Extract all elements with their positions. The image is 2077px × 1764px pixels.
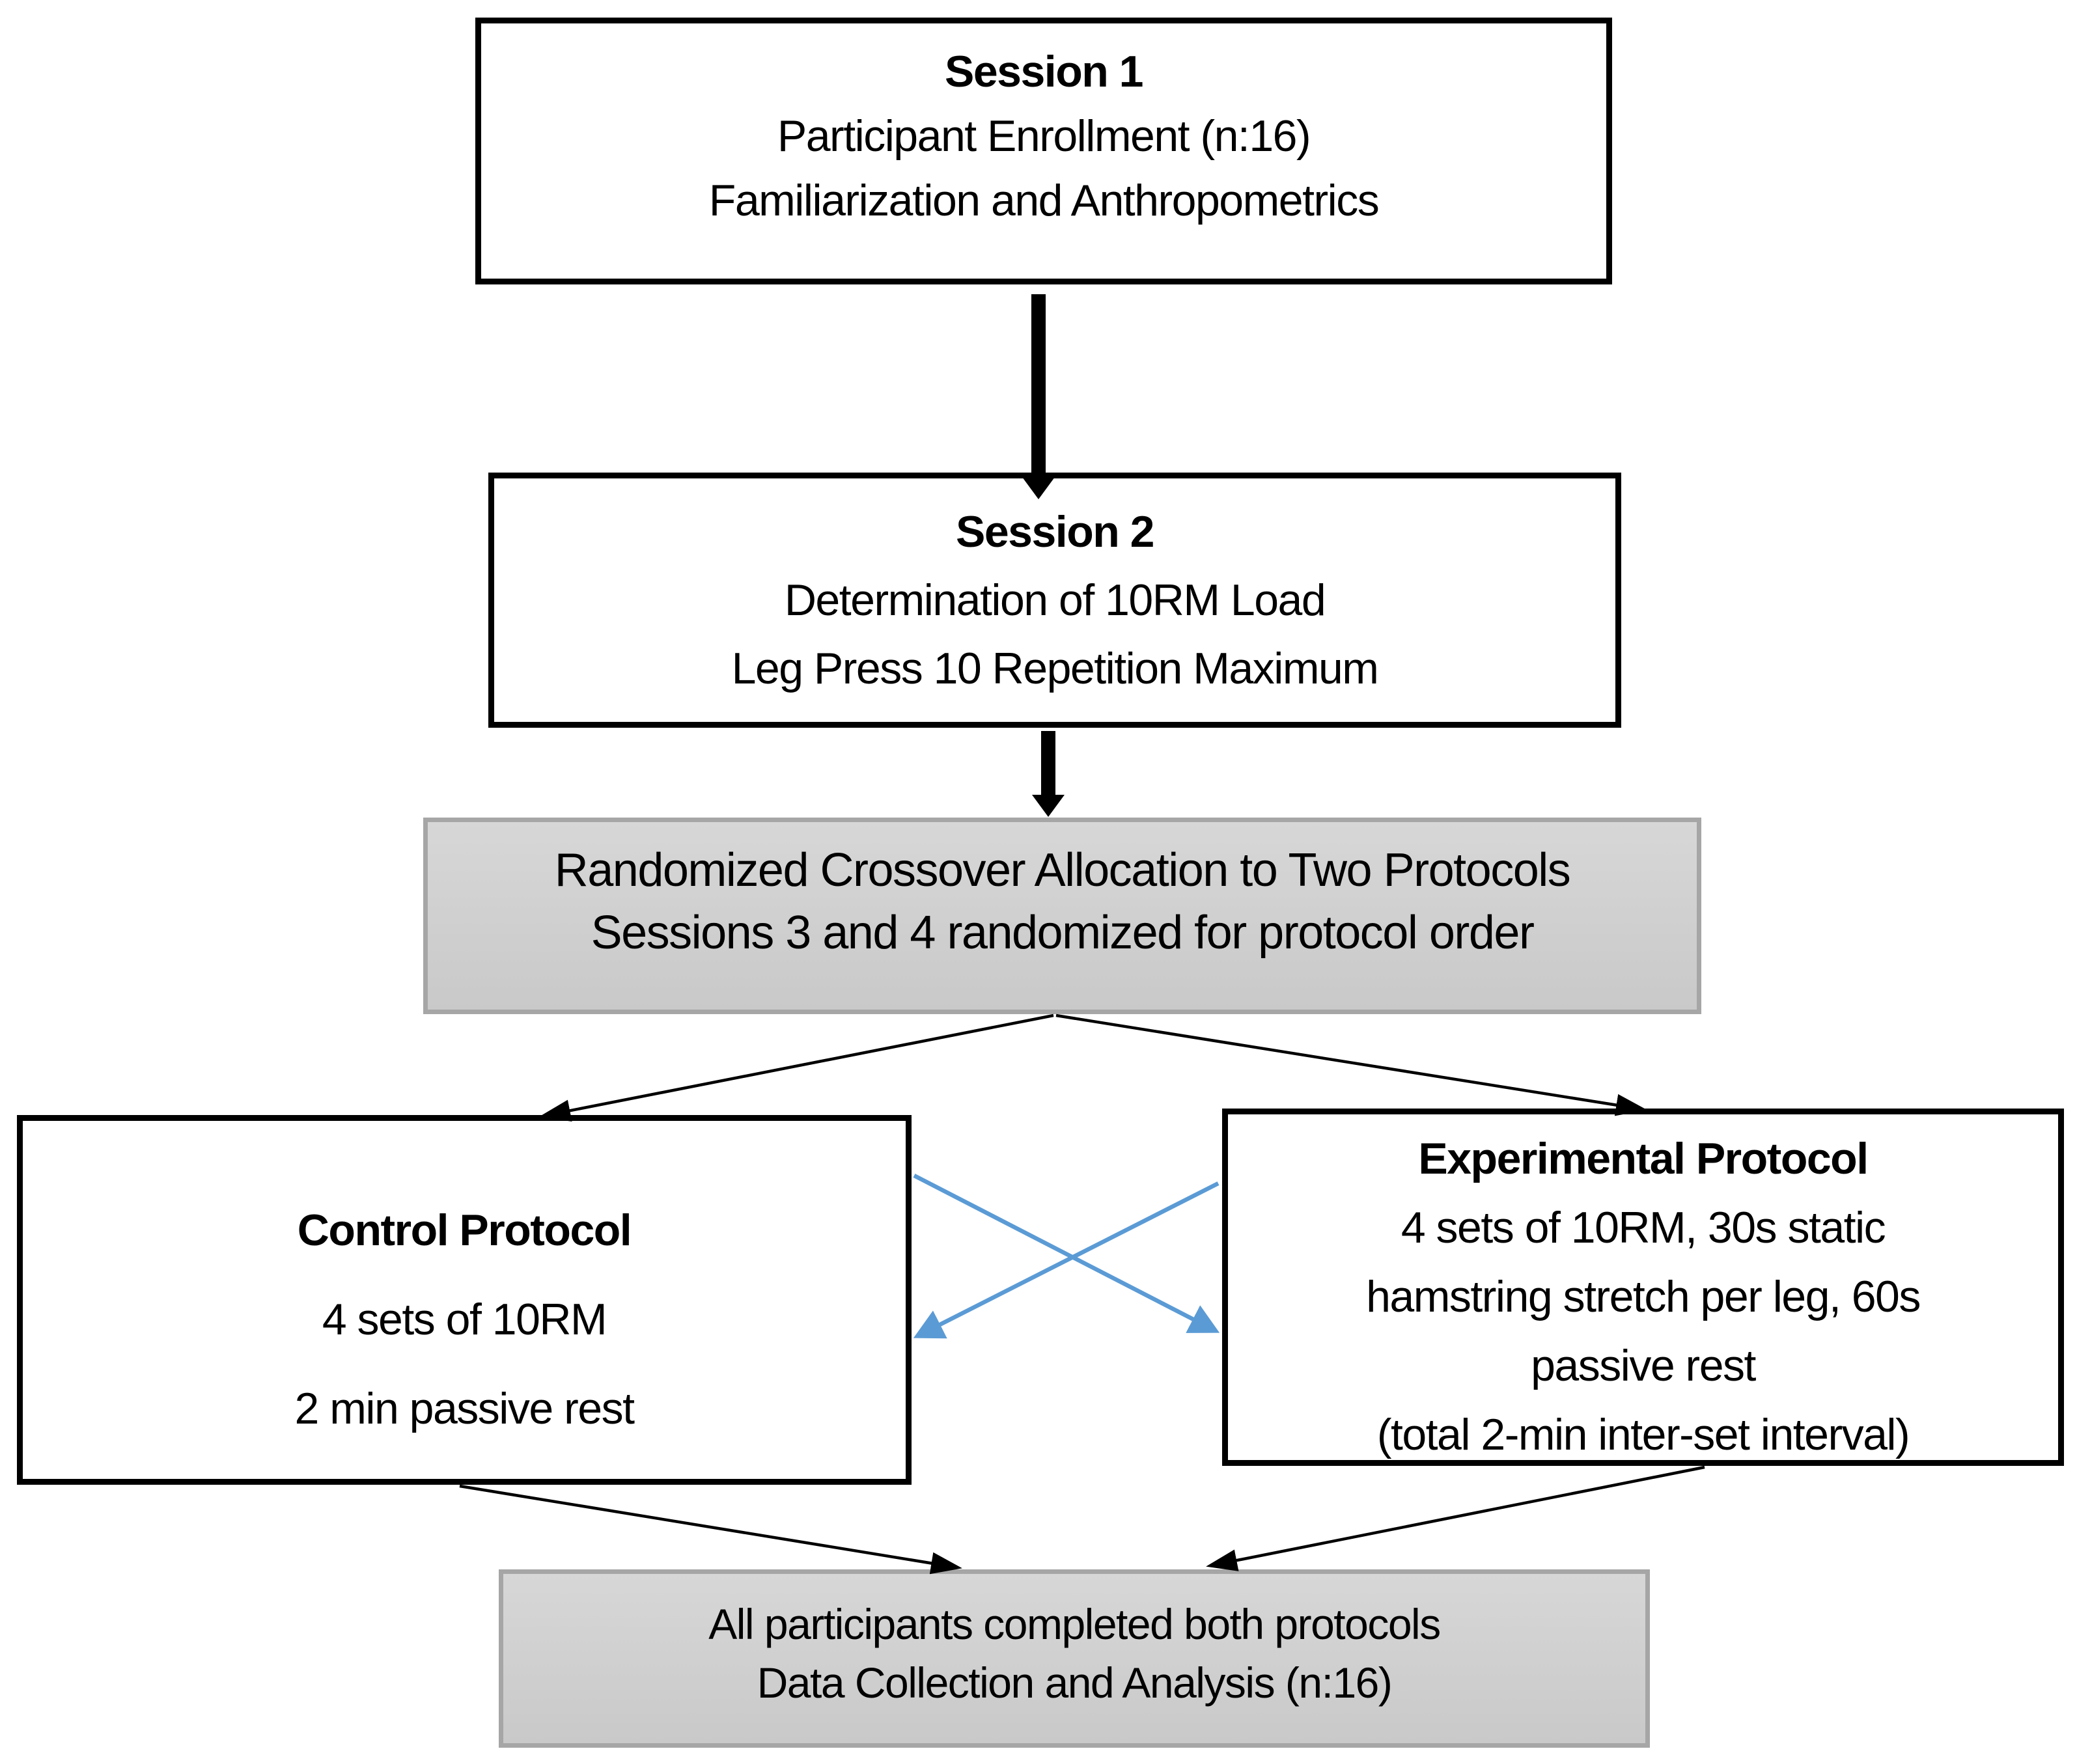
session2-line-determination: Determination of 10RM Load [784, 575, 1326, 625]
arrow-experimental-to-completion [1206, 1465, 1705, 1571]
control-line-rest: 2 min passive rest [294, 1383, 635, 1433]
allocation-line-randomized: Randomized Crossover Allocation to Two P… [554, 844, 1571, 896]
experimental-line-stretch: hamstring stretch per leg, 60s [1366, 1271, 1921, 1321]
allocation-box: Randomized Crossover Allocation to Two P… [423, 818, 1701, 1014]
experimental-protocol-box: Experimental Protocol 4 sets of 10RM, 30… [1222, 1109, 2064, 1466]
experimental-protocol-title: Experimental Protocol [1418, 1133, 1869, 1183]
session2-line-legpress: Leg Press 10 Repetition Maximum [731, 643, 1379, 693]
experimental-line-sets: 4 sets of 10RM, 30s static [1401, 1202, 1886, 1252]
control-protocol-box: Control Protocol 4 sets of 10RM 2 min pa… [17, 1115, 912, 1485]
session1-title: Session 1 [945, 46, 1144, 96]
arrow-allocation-to-experimental [1055, 1013, 1647, 1116]
crossover-arrow-control-to-experimental [913, 1174, 1220, 1333]
experimental-line-rest: passive rest [1531, 1340, 1756, 1390]
session1-line-familiarization: Familiarization and Anthropometrics [708, 175, 1380, 225]
experimental-line-interval: (total 2-min inter-set interval) [1376, 1409, 1910, 1459]
control-line-sets: 4 sets of 10RM [322, 1294, 607, 1344]
crossover-arrow-experimental-to-control [913, 1181, 1220, 1339]
session2-title: Session 2 [956, 506, 1155, 557]
completion-line-participants: All participants completed both protocol… [708, 1600, 1441, 1648]
allocation-line-sessions: Sessions 3 and 4 randomized for protocol… [591, 907, 1535, 959]
control-protocol-title: Control Protocol [297, 1205, 632, 1255]
session2-box: Session 2 Determination of 10RM Load Leg… [488, 473, 1621, 728]
arrow-allocation-to-control [539, 1013, 1054, 1122]
completion-line-analysis: Data Collection and Analysis (n:16) [757, 1659, 1393, 1707]
session1-line-enrollment: Participant Enrollment (n:16) [777, 111, 1311, 161]
session1-box: Session 1 Participant Enrollment (n:16) … [475, 18, 1612, 284]
arrow-control-to-completion [459, 1484, 962, 1575]
completion-box: All participants completed both protocol… [499, 1569, 1650, 1748]
